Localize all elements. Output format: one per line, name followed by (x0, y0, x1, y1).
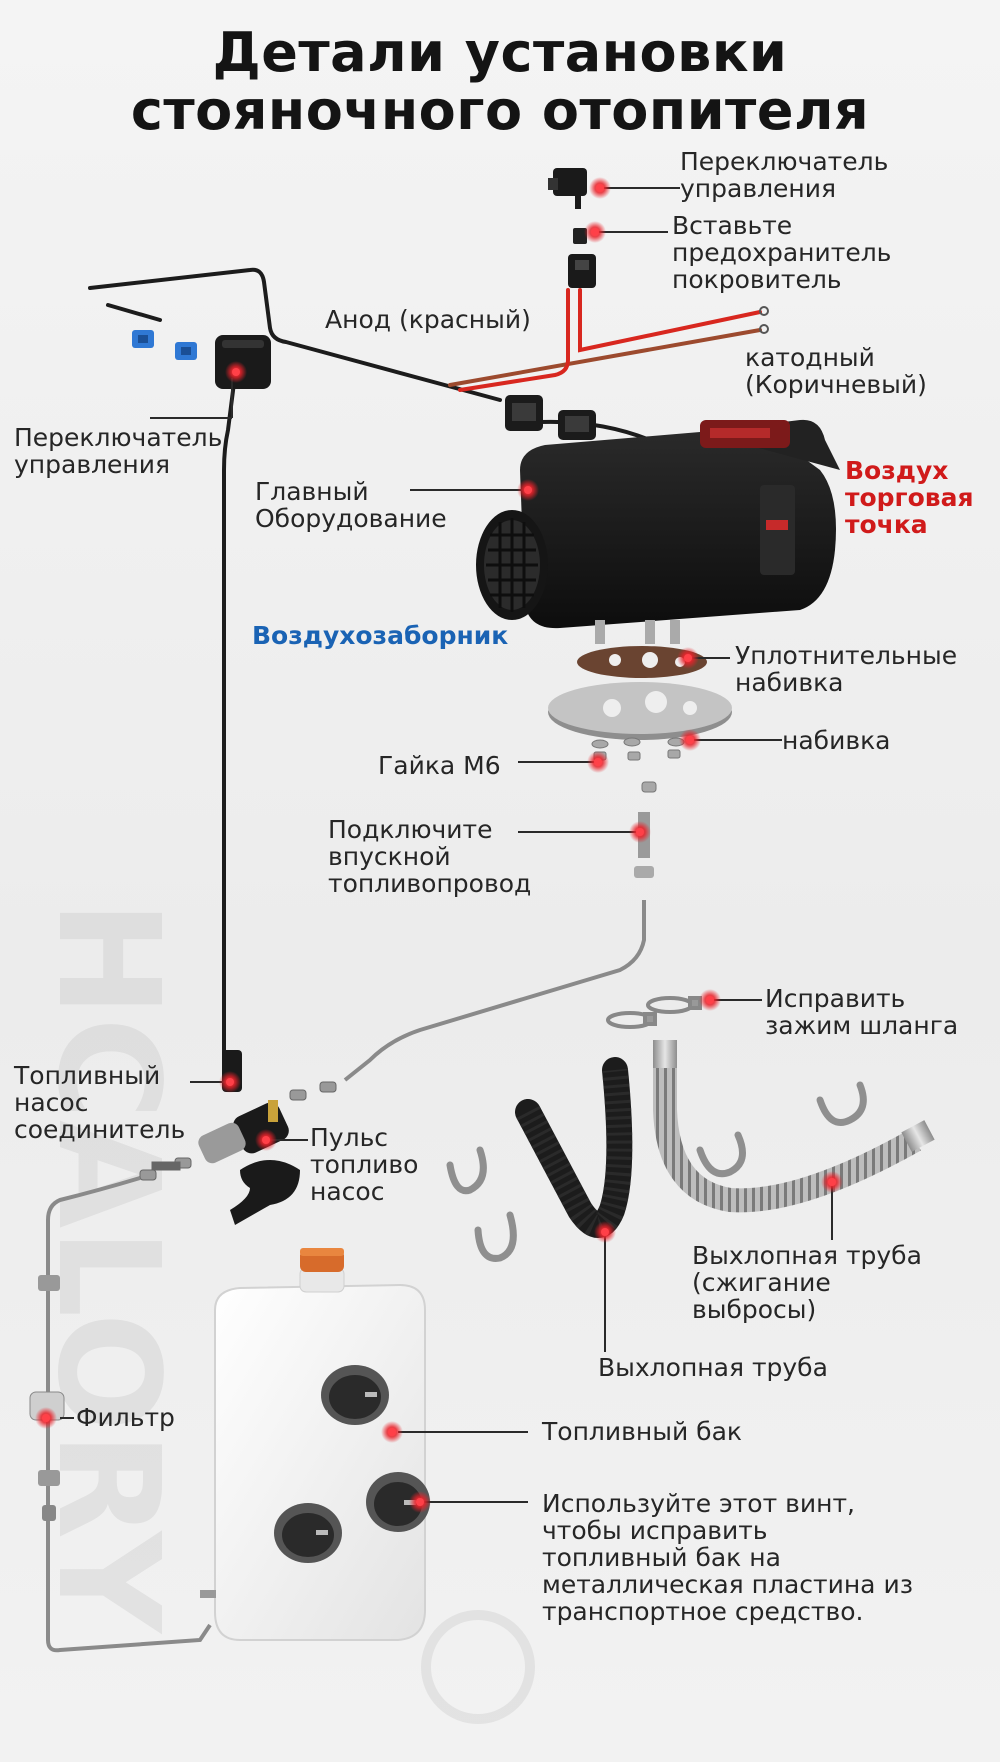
label-hose-clamp: Исправить зажим шланга (765, 984, 959, 1040)
nuts-m6-part (591, 737, 685, 793)
label-pulse-fuel-pump: Пульс топливо насос (310, 1123, 419, 1206)
page-title-line-2: стояночного отопителя (130, 79, 870, 142)
hose-clamps-part (606, 996, 702, 1029)
fuel-tank-line (46, 1176, 212, 1653)
label-air-outlet: Воздух торговая точка (845, 456, 974, 539)
harness-connectors (505, 395, 596, 440)
label-control-switch-top: Переключатель управления (680, 147, 889, 203)
fuel-tank-part (200, 1248, 430, 1641)
label-gasket: набивка (782, 726, 891, 755)
label-exhaust-pipe-combustion: Выхлопная труба (сжигание выбросы) (692, 1241, 922, 1324)
pump-fuel-fittings (139, 1081, 337, 1181)
label-anode: Анод (красный) (325, 305, 531, 334)
label-air-intake: Воздухозаборник (252, 621, 509, 650)
blue-connectors (132, 330, 197, 360)
label-fuel-inlet: Подключите впускной топливопровод (328, 815, 532, 898)
pipe-clips-part (446, 1081, 867, 1262)
pulse-fuel-pump-part (198, 1100, 300, 1225)
page-title-line-1: Детали установки (212, 21, 788, 84)
red-markers (35, 177, 843, 1513)
gasket-plate-part (548, 682, 732, 740)
power-wires (448, 288, 769, 392)
control-switch-top-part (548, 168, 587, 209)
label-sealing-gasket: Уплотнительные набивка (735, 641, 958, 697)
fuel-line-to-heater (343, 900, 646, 1082)
label-nut-m6: Гайка М6 (378, 751, 501, 780)
label-exhaust-pipe: Выхлопная труба (598, 1353, 828, 1382)
label-screw-note: Используйте этот винт, чтобы исправить т… (542, 1489, 913, 1626)
label-fuse: Вставьте предохранитель покровитель (672, 211, 892, 294)
label-filter: Фильтр (76, 1403, 175, 1432)
control-switch-left-part (215, 335, 271, 389)
leader-lines (60, 187, 833, 1503)
exhaust-hose-part (515, 1057, 633, 1238)
svg-text:HCALORY: HCALORY (26, 900, 189, 1635)
label-main-unit: Главный Оборудование (255, 477, 447, 533)
fuse-part (568, 228, 596, 288)
label-control-switch-left: Переключатель управления (14, 423, 223, 479)
sealing-gasket-part (577, 646, 707, 678)
label-cathode: катодный (Коричневый) (745, 343, 927, 399)
exhaust-pipe-metal-part (653, 1050, 921, 1213)
main-heater-unit (476, 419, 840, 644)
label-fuel-tank: Топливный бак (542, 1417, 742, 1446)
label-fuel-pump-connector: Топливный насос соединитель (14, 1061, 186, 1144)
